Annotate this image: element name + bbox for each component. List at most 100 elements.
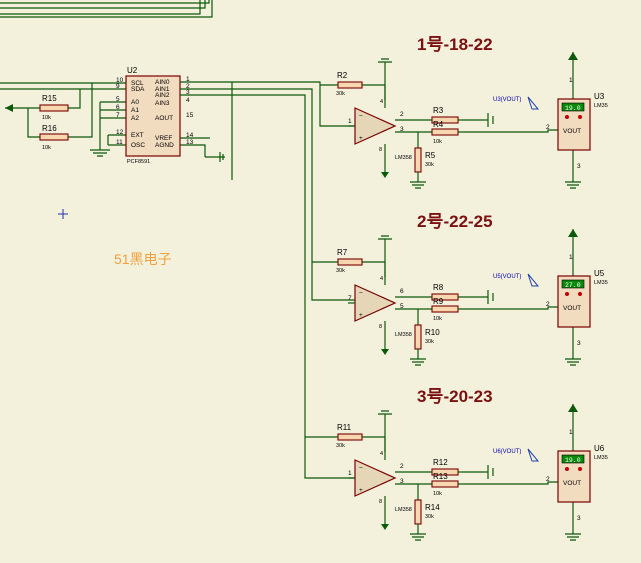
adc-left-pin-name: A2: [131, 115, 139, 122]
adc-signal-wires: [180, 81, 355, 479]
sensor-ref: U3: [594, 92, 605, 101]
channel-1: 1号-18-22R230k−+12384LM358R3R410kR530kU3(…: [336, 35, 608, 189]
r-bot-value: 30k: [425, 162, 434, 168]
bottom-resistor[interactable]: [414, 147, 422, 173]
adc-left-pin-num: 10: [116, 77, 124, 84]
adc-right-pin-num: 13: [186, 139, 194, 146]
r-a-label: R3: [433, 106, 444, 115]
adc-right-pin-name: VREF: [155, 135, 172, 142]
feedback-resistor[interactable]: [337, 81, 363, 89]
adc-right-pin-num: 1: [186, 76, 190, 83]
r-in-label: R2: [337, 71, 348, 80]
sensor-pin-out: 2: [546, 124, 550, 131]
pullup-r16[interactable]: R16 10k: [39, 124, 69, 151]
brand-watermark: 51黑电子: [114, 251, 172, 267]
r-bot-label: R14: [425, 503, 440, 512]
adc-right-pin-num: 15: [186, 112, 194, 119]
sensor-pin-v: 1: [569, 77, 573, 84]
opamp-plus: +: [359, 312, 363, 319]
channel-3: 3号-20-23R1130k−+12384LM358R12R1310kR1430…: [336, 387, 608, 541]
r-b-value: 10k: [433, 316, 442, 322]
pin-g: 4: [380, 451, 383, 457]
adc-right-pin-num: 14: [186, 132, 194, 139]
adc-right-pin-name: AIN2: [155, 92, 170, 99]
bottom-resistor[interactable]: [414, 324, 422, 350]
frame-lines: [0, 0, 213, 18]
input-resistor-b[interactable]: [431, 128, 459, 136]
r-in-value: 30k: [336, 91, 345, 97]
channel-2: 2号-22-25R730k−+76584LM358R8R910kR1030kU5…: [336, 212, 608, 366]
opamp-model: LM358: [395, 155, 412, 161]
pin-g: 4: [380, 99, 383, 105]
r-bot-value: 30k: [425, 514, 434, 520]
probe-icon[interactable]: [527, 96, 540, 110]
adc-part: PCF8591: [127, 159, 150, 165]
r-a-label: R12: [433, 458, 448, 467]
pin-plus: 3: [400, 126, 404, 133]
sensor-model: LM35: [594, 455, 608, 461]
feedback-resistor[interactable]: [337, 258, 363, 266]
channel-title: 3号-20-23: [417, 387, 493, 406]
pin-g: 4: [380, 276, 383, 282]
input-resistor-b[interactable]: [431, 480, 459, 488]
sensor-pin-g: 3: [577, 340, 581, 347]
vout-label: VOUT: [563, 128, 581, 135]
r-bot-value: 30k: [425, 339, 434, 345]
pullup-r15[interactable]: R15 10k: [39, 94, 69, 121]
adc-right-pin-num: 4: [186, 97, 190, 104]
pin-v: 8: [379, 499, 382, 505]
pin-out: 1: [348, 470, 352, 477]
r-b-value: 10k: [433, 139, 442, 145]
pin-minus: 2: [400, 463, 404, 470]
adc-right-pin-name: AIN3: [155, 100, 170, 107]
sensor-reading: 27.0: [565, 282, 581, 289]
sensor-reading: 19.0: [565, 105, 581, 112]
r-in-label: R11: [337, 423, 352, 432]
sensor-pin-g: 3: [577, 515, 581, 522]
feedback-resistor[interactable]: [337, 433, 363, 441]
cursor-marker: [58, 209, 68, 219]
adc-left-pin-num: 11: [116, 139, 123, 146]
left-bus: [0, 82, 233, 180]
adc-right-pin-num: 3: [186, 89, 190, 96]
r-b-label: R4: [433, 120, 444, 129]
sensor-pin-v: 1: [569, 254, 573, 261]
probe-label: U6(VOUT): [493, 449, 521, 455]
sensor-pin-g: 3: [577, 163, 581, 170]
input-resistor-b[interactable]: [431, 305, 459, 313]
adc-right-pin-name: AIN0: [155, 79, 170, 86]
adc-left-pin-name: SDA: [131, 86, 145, 93]
r-in-value: 30k: [336, 268, 345, 274]
r16-value: 10k: [42, 145, 51, 151]
adc-left-pin-num: 7: [116, 112, 120, 119]
adc-left-pin-name: OSC: [131, 142, 145, 149]
channel-title: 1号-18-22: [417, 35, 493, 54]
adc-ref: U2: [127, 66, 138, 75]
probe-label: U5(VOUT): [493, 274, 521, 280]
probe-icon[interactable]: [527, 448, 540, 462]
opamp-minus: −: [359, 290, 363, 297]
pin-out: 1: [348, 118, 352, 125]
vout-label: VOUT: [563, 305, 581, 312]
adc-left-pin-name: SCL: [131, 80, 144, 87]
sensor-display: [561, 279, 585, 289]
bottom-resistor[interactable]: [414, 499, 422, 525]
sensor-display: [561, 102, 585, 112]
probe-icon[interactable]: [527, 273, 540, 287]
adc-left-pin-name: A1: [131, 107, 139, 114]
sensor-pin-v: 1: [569, 429, 573, 436]
opamp-plus: +: [359, 135, 363, 142]
pin-plus: 5: [400, 303, 404, 310]
pin-v: 8: [379, 147, 382, 153]
adc-right-pin-name: AIN1: [155, 86, 170, 93]
r15-value: 10k: [42, 115, 51, 121]
pin-minus: 6: [400, 288, 404, 295]
opamp-model: LM358: [395, 507, 412, 513]
opamp-minus: −: [359, 113, 363, 120]
sensor-reading: 19.0: [565, 457, 581, 464]
r-bot-label: R5: [425, 151, 436, 160]
